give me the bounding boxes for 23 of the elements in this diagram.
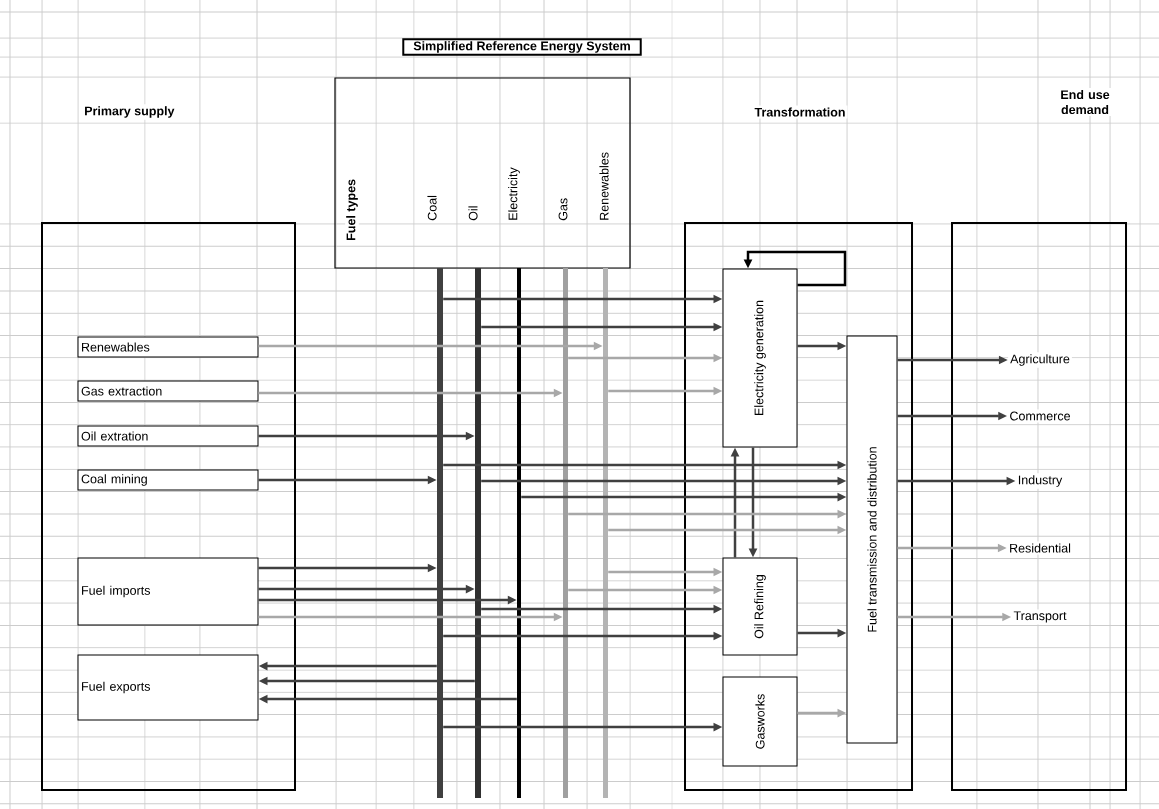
fuel-label: Renewables (598, 151, 610, 222)
sector-label: Industry (1015, 473, 1065, 489)
process-box: Electricity generation (722, 268, 798, 448)
source-box: Fuel imports (77, 557, 259, 626)
column-heading: Primary supply (82, 104, 177, 120)
process-box: Oil Refining (722, 557, 798, 656)
source-box: Oil extration (77, 425, 259, 447)
sector-label: Residential (1007, 541, 1073, 555)
process-box: Fuel transmission and distribution (846, 335, 898, 744)
fuel-label: Electricity (507, 166, 521, 222)
title-box: Simplified Reference Energy System (402, 38, 642, 56)
source-box: Fuel exports (77, 654, 259, 721)
source-box: Renewables (77, 336, 259, 358)
source-box: Coal mining (77, 469, 259, 491)
process-box: Gasworks (722, 676, 798, 767)
column-heading: End use demand (1052, 87, 1118, 117)
sector-label: Transport (1011, 609, 1069, 625)
fuel-label: Gas (557, 196, 569, 222)
column-heading: Transformation (752, 105, 848, 119)
sector-label: Agriculture (1008, 352, 1072, 368)
fuel-label: Oil (467, 204, 479, 222)
source-box: Gas extraction (77, 380, 259, 402)
fuel-label: Coal (426, 194, 438, 222)
